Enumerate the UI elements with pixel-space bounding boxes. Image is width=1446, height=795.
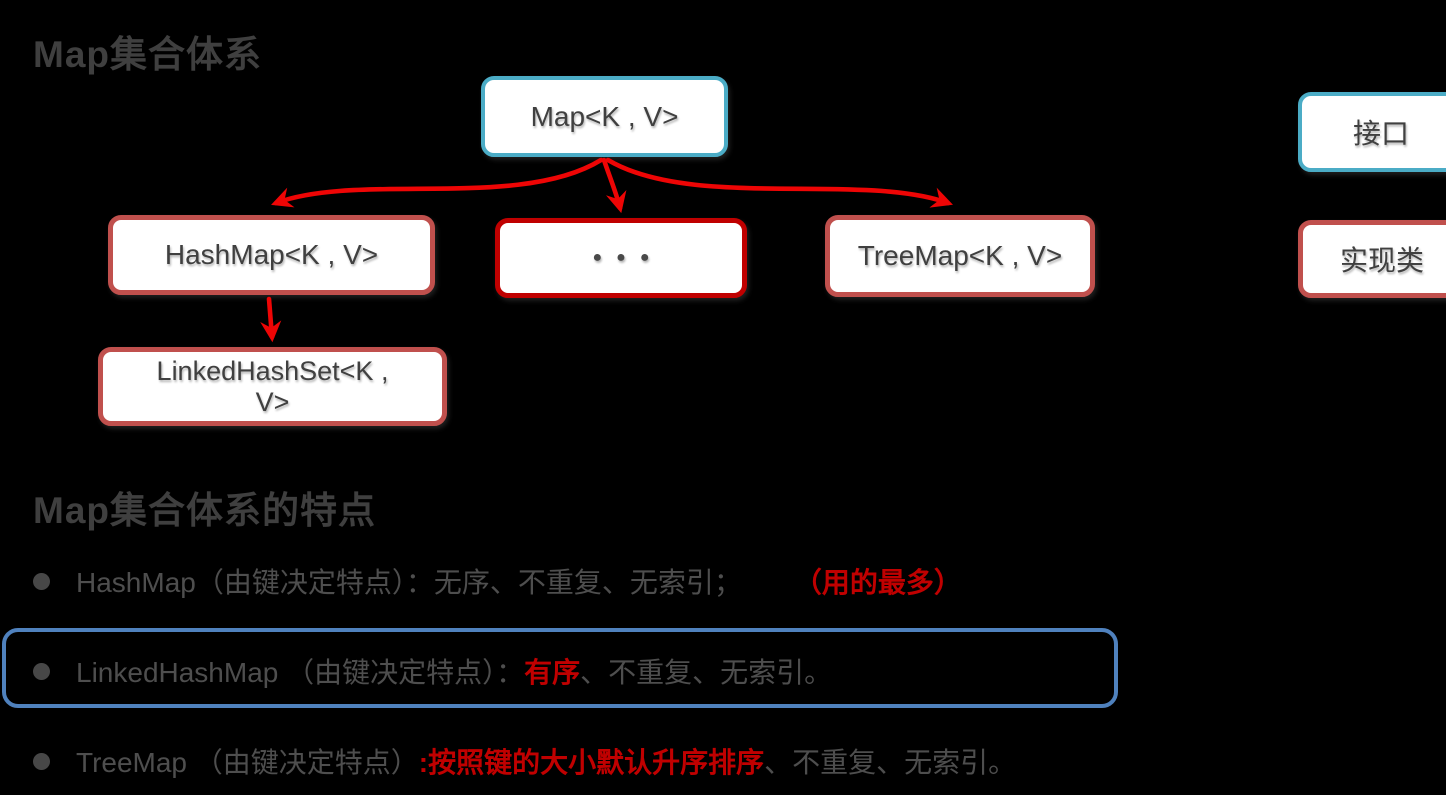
feature-linkedhashmap-tail: 、不重复、无索引。 <box>580 657 833 688</box>
feature-item-treemap: TreeMap （由键决定特点） :按照键的大小默认升序排序 、不重复、无索引。 <box>33 741 1016 781</box>
bullet-icon <box>33 662 50 680</box>
node-treemap: TreeMap<K , V> <box>825 215 1095 297</box>
feature-hashmap-text: HashMap（由键决定特点）：无序、不重复、无索引； <box>76 567 742 598</box>
node-linkedhashset: LinkedHashSet<K , V> <box>98 347 447 426</box>
feature-linkedhashmap-text: LinkedHashMap （由键决定特点）： <box>76 657 525 688</box>
arrow-map-to-hashmap <box>271 157 604 208</box>
bullet-icon <box>33 572 50 590</box>
page-title: Map集合体系 <box>33 34 262 75</box>
node-hashmap: HashMap<K , V> <box>108 215 435 295</box>
feature-treemap-tail: 、不重复、无索引。 <box>764 747 1017 778</box>
node-treemap-label: TreeMap<K , V> <box>857 240 1063 271</box>
legend-interface-tag: 接口 <box>1298 92 1446 172</box>
node-linkedhashset-label-line1: LinkedHashSet<K , <box>156 355 389 386</box>
feature-hashmap-highlight: （用的最多） <box>793 567 962 598</box>
arrow-map-to-dots <box>601 157 627 214</box>
node-linkedhashset-label-line2: V> <box>255 386 290 417</box>
node-other-implementations: ●●● <box>495 218 747 298</box>
node-hashmap-label: HashMap<K , V> <box>164 239 379 270</box>
feature-item-hashmap: HashMap（由键决定特点）：无序、不重复、无索引； （用的最多） <box>33 561 962 601</box>
node-map-interface: Map<K , V> <box>481 76 728 157</box>
feature-treemap-text: TreeMap （由键决定特点） <box>76 747 419 778</box>
arrow-hashmap-to-linkedhashset <box>260 296 282 343</box>
features-section-title: Map集合体系的特点 <box>33 490 376 531</box>
feature-item-linkedhashmap: LinkedHashMap （由键决定特点）： 有序 、不重复、无索引。 <box>33 651 832 691</box>
node-map-label: Map<K , V> <box>530 100 679 132</box>
legend-implementation-tag: 实现类 <box>1298 220 1446 298</box>
feature-treemap-highlight: :按照键的大小默认升序排序 <box>418 747 765 778</box>
highlight-outline-box <box>2 628 1118 708</box>
bullet-icon <box>33 752 50 770</box>
arrow-map-to-treemap <box>605 157 953 208</box>
legend-interface-label: 接口 <box>1352 118 1409 149</box>
legend-implementation-label: 实现类 <box>1339 245 1424 276</box>
feature-linkedhashmap-highlight: 有序 <box>524 657 581 688</box>
ellipsis-dots-icon: ●●● <box>592 249 664 266</box>
